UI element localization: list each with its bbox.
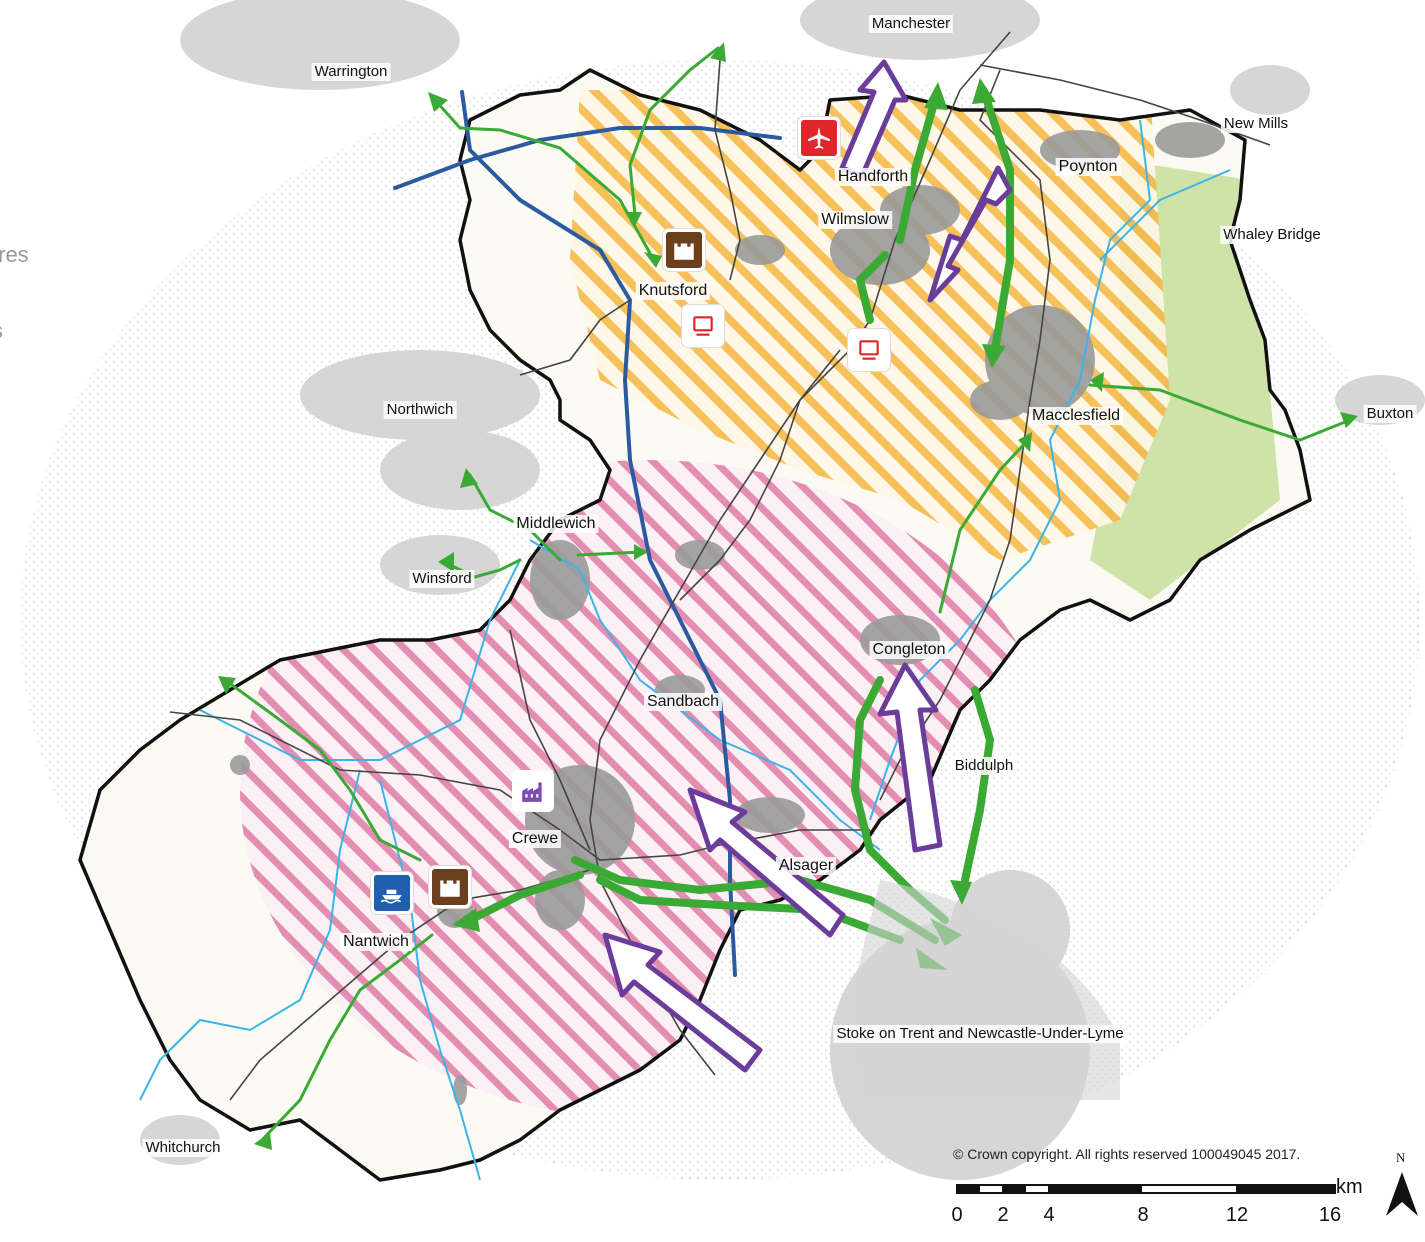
scale-tick-4: 4 bbox=[1043, 1204, 1055, 1226]
scale-unit: km bbox=[1336, 1176, 1363, 1198]
factory-icon bbox=[512, 770, 554, 812]
castle-icon-2 bbox=[429, 866, 471, 908]
label-nantwich: Nantwich bbox=[340, 933, 412, 951]
scale-tick-8: 8 bbox=[1137, 1204, 1149, 1226]
label-alsager: Alsager bbox=[775, 857, 837, 875]
north-arrow-icon bbox=[1386, 1172, 1418, 1216]
green-corridors bbox=[466, 91, 1014, 944]
label-northwich: Northwich bbox=[383, 401, 457, 419]
label-warrington: Warrington bbox=[311, 63, 391, 81]
label-manchester: Manchester bbox=[868, 15, 954, 33]
label-crewe: Crewe bbox=[508, 830, 562, 848]
copyright-notice: © Crown copyright. All rights reserved 1… bbox=[953, 1146, 1301, 1162]
screen-icon-2 bbox=[848, 329, 890, 371]
purple-arrows bbox=[602, 59, 1013, 1073]
label-new-mills: New Mills bbox=[1220, 115, 1292, 133]
label-macclesfield: Macclesfield bbox=[1028, 407, 1124, 425]
scale-tick-2: 2 bbox=[997, 1204, 1009, 1226]
label-whitchurch: Whitchurch bbox=[142, 1139, 224, 1157]
rivers bbox=[139, 119, 1231, 1181]
label-stoke: Stoke on Trent and Newcastle-Under-Lyme bbox=[833, 1025, 1127, 1043]
legend-fragment-2: s bbox=[0, 318, 3, 344]
castle-icon bbox=[663, 229, 705, 271]
green-links bbox=[223, 46, 1352, 1142]
label-handforth: Handforth bbox=[834, 168, 912, 186]
scale-tick-0: 0 bbox=[951, 1204, 963, 1226]
motorways bbox=[393, 90, 782, 977]
airport-icon bbox=[798, 117, 840, 159]
label-middlewich: Middlewich bbox=[513, 515, 599, 533]
label-knutsford: Knutsford bbox=[635, 282, 711, 300]
screen-icon bbox=[682, 305, 724, 347]
scale-tick-12: 12 bbox=[1225, 1204, 1249, 1226]
label-sandbach: Sandbach bbox=[643, 693, 723, 711]
north-zone-hatch bbox=[570, 90, 1170, 560]
north-label: N bbox=[1396, 1150, 1406, 1165]
stoke-area bbox=[850, 880, 1120, 1100]
scale-bar bbox=[956, 1184, 1336, 1194]
scale-tick-16: 16 bbox=[1318, 1204, 1342, 1226]
label-biddulph: Biddulph bbox=[951, 757, 1017, 775]
label-congleton: Congleton bbox=[869, 641, 949, 659]
label-poynton: Poynton bbox=[1055, 158, 1121, 176]
label-buxton: Buxton bbox=[1363, 405, 1417, 423]
canal-boat-icon bbox=[371, 872, 413, 914]
legend-fragment-1: tres bbox=[0, 242, 29, 267]
label-whaley-bridge: Whaley Bridge bbox=[1220, 226, 1324, 244]
green-link-heads bbox=[218, 42, 1358, 1150]
label-wilmslow: Wilmslow bbox=[818, 211, 892, 229]
label-winsford: Winsford bbox=[409, 570, 475, 588]
